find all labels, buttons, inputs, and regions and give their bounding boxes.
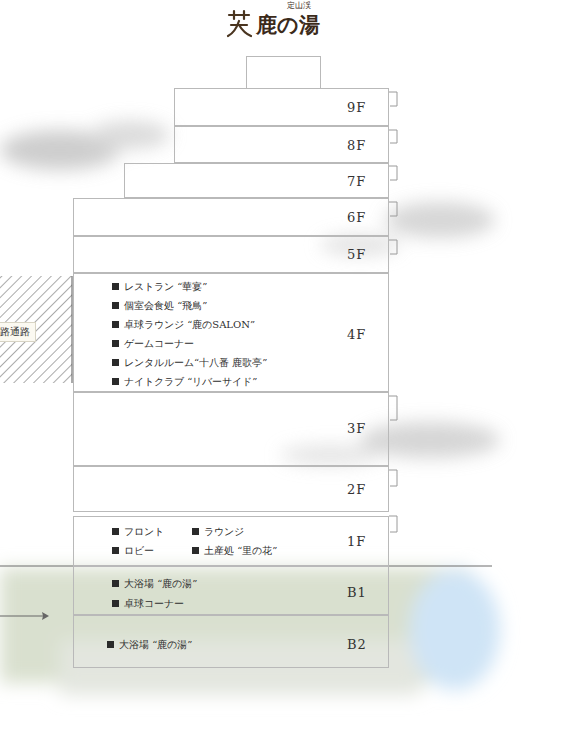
floor-number: 5F (347, 248, 366, 262)
bullet-square (112, 302, 119, 309)
floor-box: 8F (174, 126, 389, 163)
bullet-square (192, 528, 199, 535)
floor-box: 9F (174, 88, 389, 126)
floor-box: 3F (73, 392, 389, 466)
facility-name: 土産処 “里の花” (204, 544, 277, 558)
floor-number: 7F (347, 175, 366, 189)
floor-number: 2F (347, 483, 366, 497)
floor-box: 7F (124, 163, 389, 198)
floor-number: 9F (347, 101, 366, 115)
floor-box: 2F (73, 466, 389, 512)
facility-name: 大浴場 “鹿の湯” (119, 638, 192, 652)
floor-number: 6F (347, 211, 366, 225)
facility-name: ラウンジ (204, 525, 244, 539)
bullet-square (112, 359, 119, 366)
balcony-ledges (389, 92, 397, 532)
floor-box: レストラン “華宴” 個室会食処 “飛鳥” 卓球ラウンジ “鹿のSALON” ゲームコ… (73, 273, 389, 392)
bullet-square (112, 580, 119, 587)
facility-name: ゲームコーナー (124, 337, 194, 351)
bullet-square (112, 528, 119, 535)
facility-name: ロビー (124, 544, 154, 558)
bullet-square (112, 340, 119, 347)
facility-name: 個室会食処 “飛鳥” (124, 299, 207, 313)
facility-name: レンタルルーム“十八番 鹿歌亭” (124, 356, 267, 370)
clouds (0, 121, 500, 465)
bullet-square (107, 641, 114, 648)
floor-number: 3F (347, 422, 366, 436)
bullet-square (112, 283, 119, 290)
floor-number: B2 (347, 638, 367, 652)
bullet-square (112, 600, 119, 607)
facility-name: 卓球ラウンジ “鹿のSALON” (124, 318, 255, 332)
bullet-square (112, 547, 119, 554)
title-logo: 鹿の湯 (256, 13, 320, 37)
floor-box: フロント ラウンジロビー 土産処 “里の花” 1F (73, 516, 389, 566)
logo-mark (228, 11, 251, 36)
floor-box: 6F (73, 198, 389, 236)
bullet-square (112, 321, 119, 328)
rooftop (247, 57, 321, 89)
facility-name: 大浴場 “鹿の湯” (124, 577, 197, 591)
floor-number: 1F (347, 535, 366, 549)
bullet-square (192, 547, 199, 554)
floor-box: 大浴場 “鹿の湯” B2 (73, 615, 389, 668)
floor-number: 8F (347, 139, 366, 153)
ground-wash (0, 568, 500, 695)
logo-subtitle: 定山渓 (287, 1, 311, 11)
entrance-arrow (0, 612, 49, 620)
facility-name: レストラン “華宴” (124, 280, 207, 294)
floor-number: 4F (347, 328, 366, 342)
facility-name: フロント (124, 525, 164, 539)
facility-name: 卓球コーナー (124, 597, 184, 611)
passage-hatch (0, 276, 72, 383)
floor-box: 大浴場 “鹿の湯” 卓球コーナー B1 (73, 566, 389, 615)
bullet-square (112, 378, 119, 385)
floor-box: 5F (73, 236, 389, 273)
passage-label: 路通路 (0, 322, 36, 342)
facility-name: ナイトクラブ “リバーサイド” (124, 375, 257, 389)
floor-number: B1 (347, 586, 367, 600)
